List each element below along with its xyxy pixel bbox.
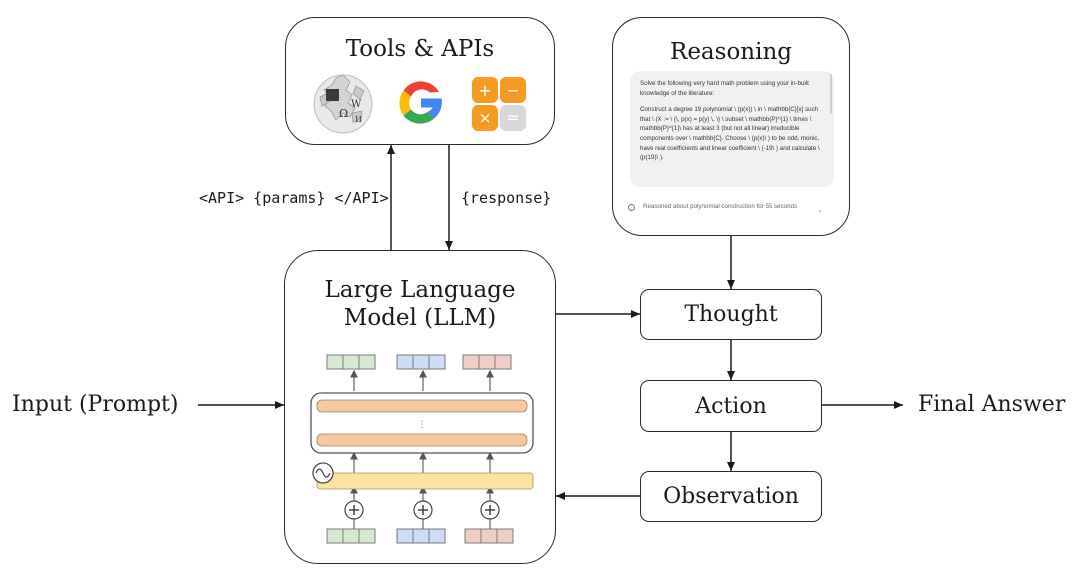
transformer-layer-bottom: [316, 433, 528, 447]
tools-apis-box: Tools & APIs Ω W И + − × =: [285, 17, 555, 145]
input-token-green: [326, 528, 376, 544]
output-token-green: [326, 354, 376, 370]
output-token-red: [462, 354, 512, 370]
llm-box: Large Language Model (LLM): [284, 250, 556, 564]
calc-equals-key: =: [506, 108, 519, 127]
observation-label: Observation: [663, 484, 799, 509]
llm-title-line2: Model (LLM): [343, 305, 497, 331]
reasoning-scrollbar[interactable]: [830, 74, 832, 114]
svg-text:И: И: [355, 115, 362, 124]
output-token-blue: [396, 354, 446, 370]
reasoning-footer: Reasoned about polynomial construction f…: [643, 203, 798, 210]
api-call-label: <API> {params} </API>: [199, 189, 389, 207]
input-token-red: [464, 528, 514, 544]
response-label: {response}: [461, 189, 552, 207]
svg-text:W: W: [351, 99, 362, 110]
reasoning-prompt-panel: Solve the following very hard math probl…: [630, 71, 834, 187]
input-token-blue: [396, 528, 446, 544]
reasoning-prompt-intro: Solve the following very hard math probl…: [640, 80, 809, 97]
calc-plus-key: +: [478, 81, 491, 100]
calc-minus-key: −: [506, 81, 519, 100]
llm-title-line1: Large Language: [324, 277, 516, 303]
reasoning-prompt-body: Construct a degree 19 polynomial \ (p(x)…: [640, 106, 820, 162]
thought-label: Thought: [684, 302, 778, 327]
input-prompt-label: Input (Prompt): [12, 392, 179, 417]
calc-times-key: ×: [479, 109, 492, 127]
tools-apis-title: Tools & APIs: [345, 36, 495, 62]
reasoning-box: Reasoning Solve the following very hard …: [612, 17, 850, 236]
calculator-icon: + − × =: [472, 77, 526, 131]
final-answer-label: Final Answer: [918, 392, 1066, 417]
reasoning-status-icon: [628, 204, 635, 211]
positional-encoding-icon: [312, 462, 334, 484]
google-g-logo-icon: [399, 81, 442, 124]
layer-ellipsis: ⋮: [418, 420, 427, 430]
action-box: Action: [640, 380, 822, 432]
transformer-layer-top: [316, 399, 528, 413]
chevron-down-icon[interactable]: ⌄: [817, 207, 823, 214]
action-label: Action: [695, 393, 767, 419]
wikipedia-logo-icon: Ω W И: [313, 74, 373, 134]
svg-text:Ω: Ω: [339, 107, 348, 120]
embedding-bar: [316, 472, 534, 490]
transformer-diagram: ⋮: [310, 354, 534, 544]
reasoning-title: Reasoning: [670, 39, 792, 65]
thought-box: Thought: [640, 289, 822, 340]
observation-box: Observation: [640, 471, 822, 522]
